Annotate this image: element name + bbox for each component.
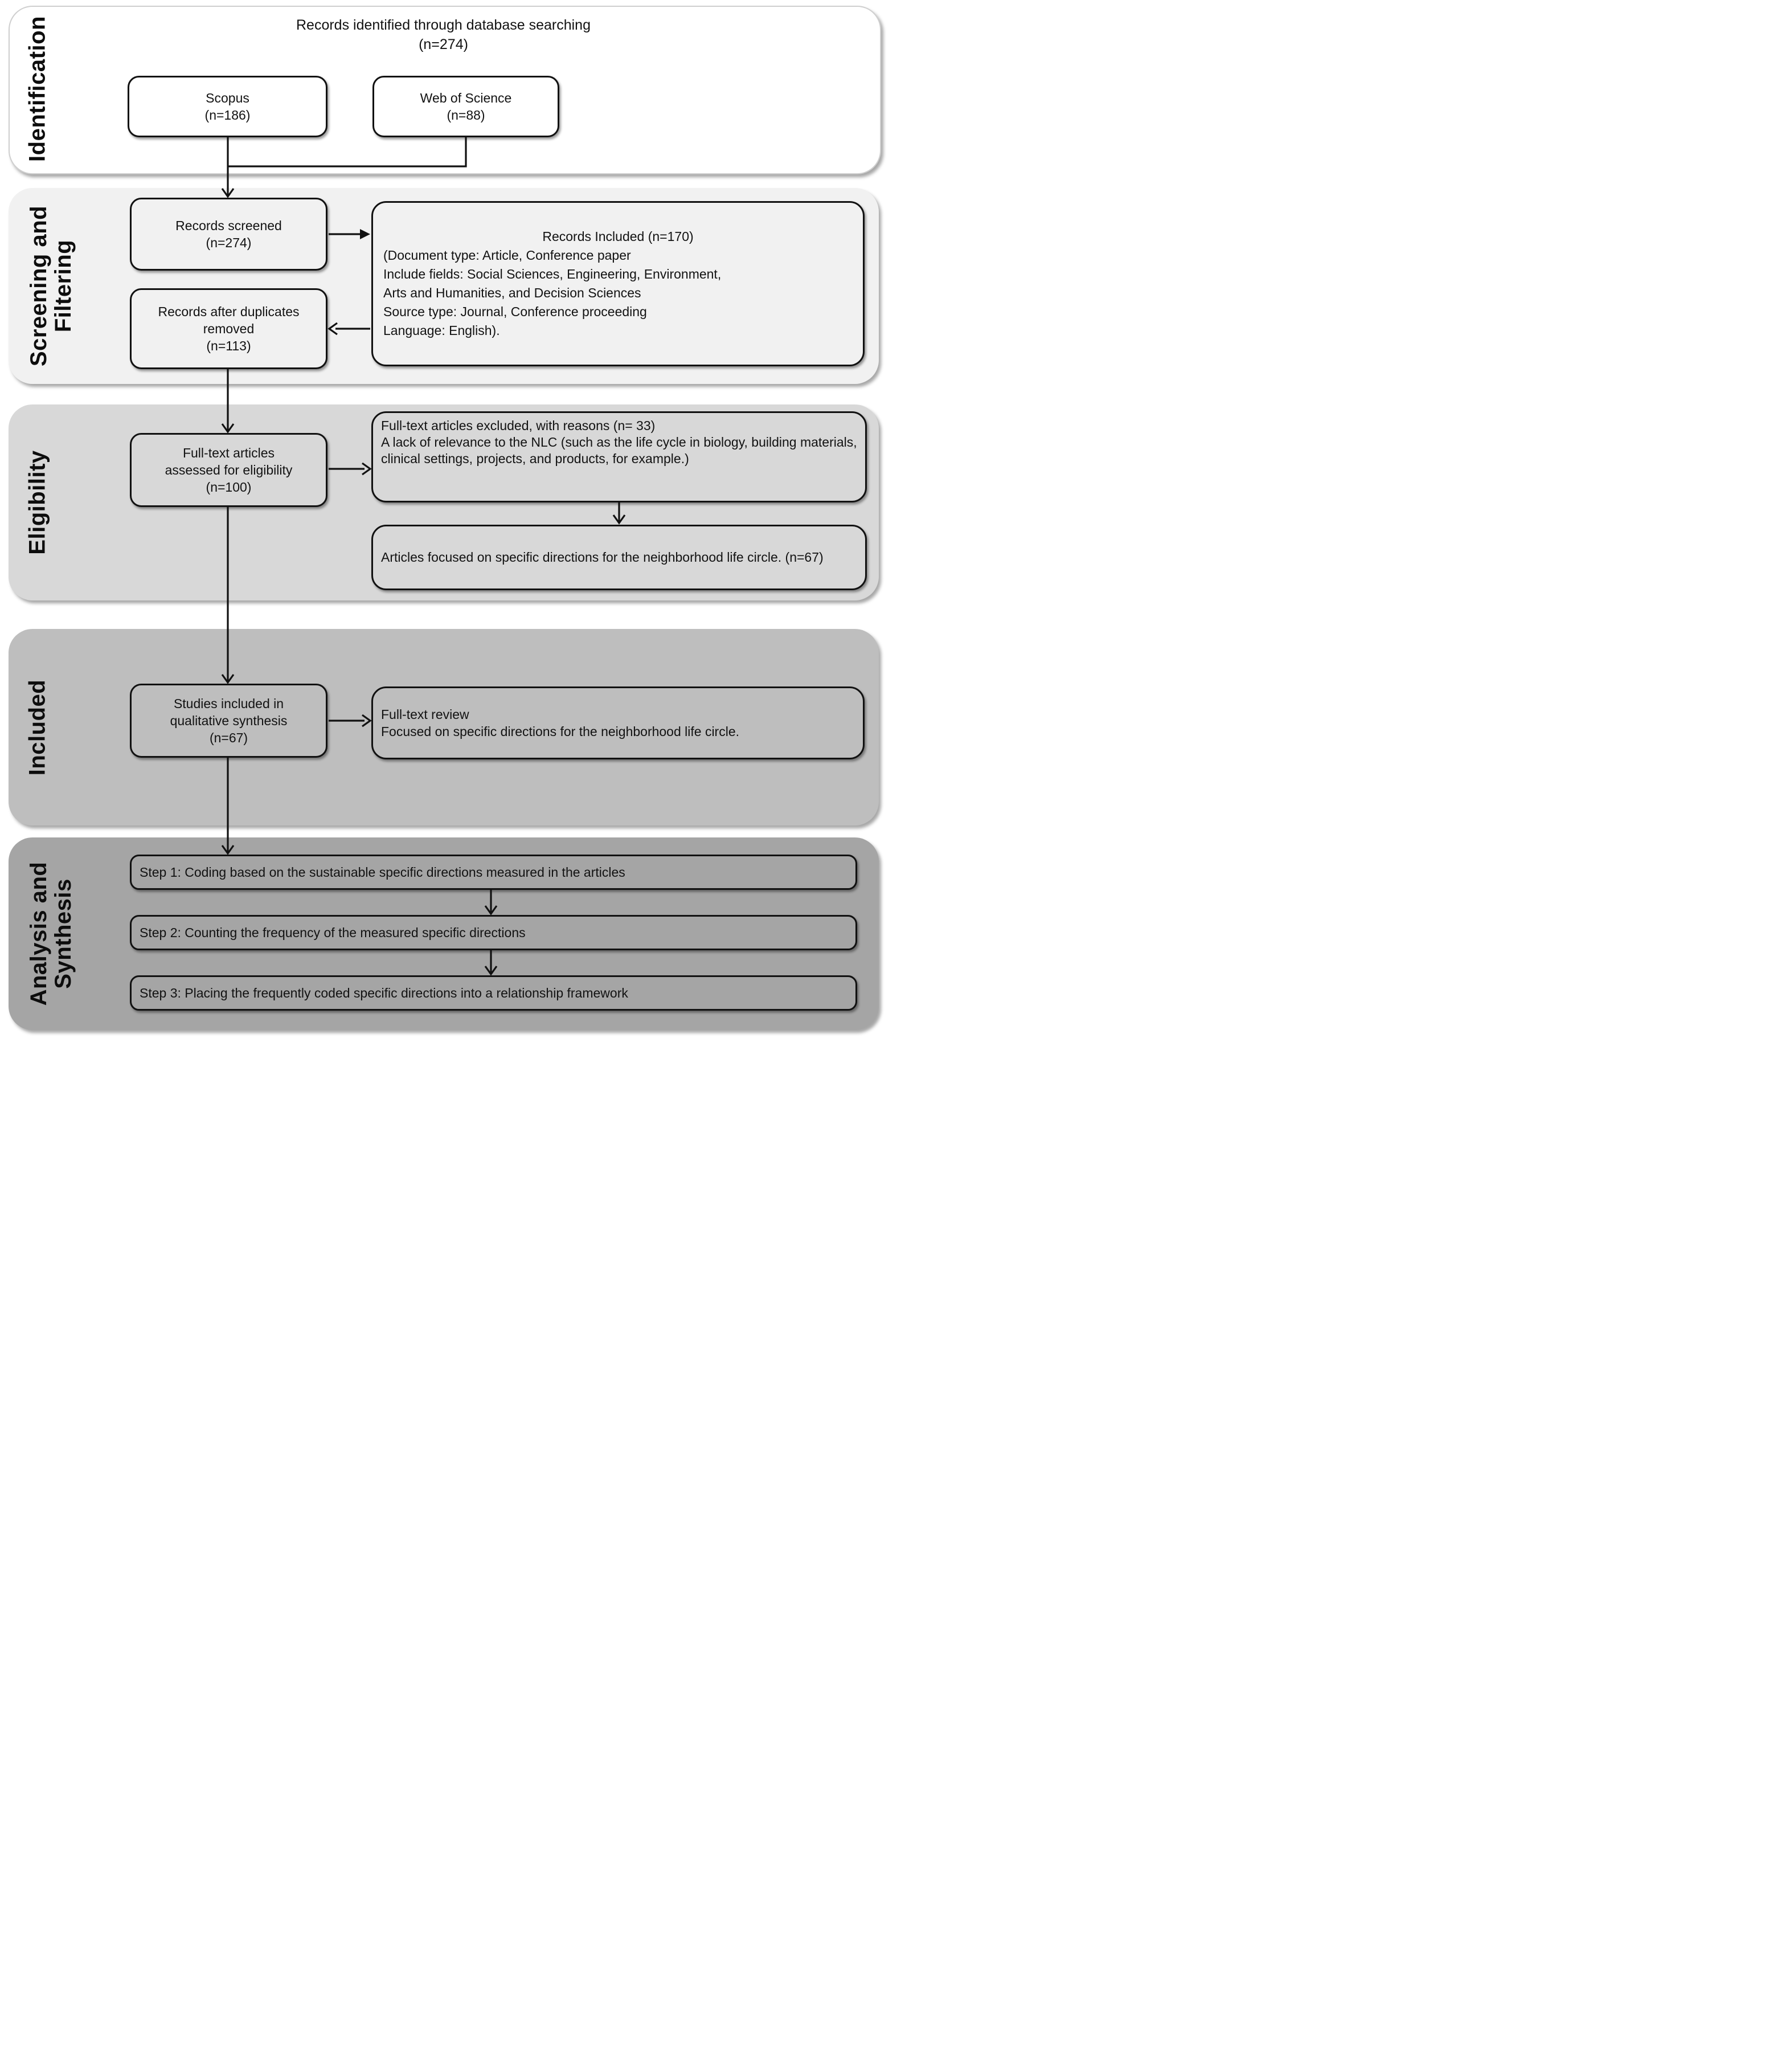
fulltext-assessed-box: Full-text articles assessed for eligibil…	[130, 433, 327, 507]
records-screened-count: (n=274)	[206, 235, 252, 250]
scopus-label: Scopus	[206, 91, 249, 105]
step1-box: Step 1: Coding based on the sustainable …	[130, 855, 857, 890]
screening-filtering-label: Screening and Filtering	[26, 205, 76, 367]
fulltext-assessed-line1: Full-text articles	[182, 446, 275, 460]
records-included-line-fields2: Arts and Humanities, and Decision Scienc…	[383, 285, 641, 300]
prisma-flow-diagram: Identification Records identified throug…	[0, 0, 887, 1036]
records-included-title: Records Included (n=170)	[542, 229, 694, 244]
step3-box: Step 3: Placing the frequently coded spe…	[130, 975, 857, 1011]
duplicates-removed-box: Records after duplicates removed (n=113)	[130, 288, 327, 369]
studies-included-box: Studies included in qualitative synthesi…	[130, 684, 327, 758]
eligibility-label: Eligibility	[24, 450, 50, 555]
studies-included-line2: qualitative synthesis	[170, 713, 288, 728]
records-included-line-language: Language: English).	[383, 323, 500, 338]
articles-focused-box: Articles focused on specific directions …	[371, 525, 867, 590]
step3-text: Step 3: Placing the frequently coded spe…	[140, 986, 628, 1000]
studies-included-count: (n=67)	[209, 730, 248, 745]
records-screened-label: Records screened	[175, 218, 282, 233]
duplicates-removed-count: (n=113)	[206, 338, 251, 353]
step1-text: Step 1: Coding based on the sustainable …	[140, 865, 625, 880]
web-of-science-count: (n=88)	[447, 108, 485, 122]
articles-focused-text: Articles focused on specific directions …	[381, 550, 824, 565]
web-of-science-box: Web of Science (n=88)	[372, 76, 559, 137]
fulltext-excluded-title: Full-text articles excluded, with reason…	[381, 418, 656, 433]
records-screened-box: Records screened (n=274)	[130, 198, 327, 271]
records-included-box: Records Included (n=170) (Document type:…	[371, 201, 865, 366]
identification-title-line1: Records identified through database sear…	[296, 17, 591, 33]
fulltext-review-line2: Focused on specific directions for the n…	[381, 724, 740, 739]
scopus-box: Scopus (n=186)	[128, 76, 327, 137]
duplicates-removed-line1: Records after duplicates	[158, 304, 300, 319]
fulltext-excluded-reason: A lack of relevance to the NLC (such as …	[381, 435, 857, 466]
fulltext-review-line1: Full-text review	[381, 707, 469, 722]
identification-title-line2: (n=274)	[419, 36, 468, 52]
records-included-line-fields: Include fields: Social Sciences, Enginee…	[383, 267, 722, 281]
duplicates-removed-line2: removed	[203, 321, 255, 336]
fulltext-excluded-box: Full-text articles excluded, with reason…	[371, 411, 867, 502]
step2-box: Step 2: Counting the frequency of the me…	[130, 915, 857, 950]
records-included-line-doctype: (Document type: Article, Conference pape…	[383, 248, 631, 263]
fulltext-review-box: Full-text review Focused on specific dir…	[371, 686, 865, 759]
step2-text: Step 2: Counting the frequency of the me…	[140, 925, 526, 940]
fulltext-assessed-line2: assessed for eligibility	[165, 463, 293, 477]
studies-included-line1: Studies included in	[173, 696, 284, 711]
records-included-line-sourcetype: Source type: Journal, Conference proceed…	[383, 304, 647, 319]
analysis-synthesis-label: Analysis and Synthesis	[26, 861, 76, 1006]
scopus-count: (n=186)	[204, 108, 251, 122]
web-of-science-label: Web of Science	[420, 91, 512, 105]
fulltext-assessed-count: (n=100)	[206, 480, 252, 494]
